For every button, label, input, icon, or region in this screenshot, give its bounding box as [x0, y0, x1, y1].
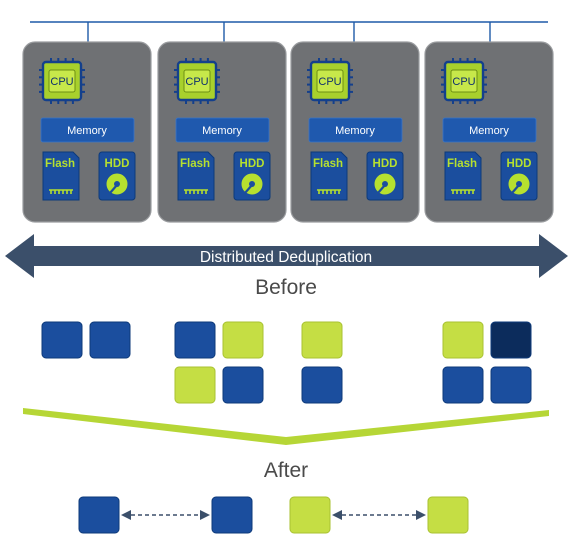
arrowhead-right-icon	[416, 510, 426, 520]
memory-label: Memory	[335, 125, 375, 137]
interconnect-bus	[30, 21, 548, 42]
cpu-label: CPU	[185, 76, 208, 88]
cpu-label: CPU	[318, 76, 341, 88]
arrowhead-left-icon	[332, 510, 342, 520]
data-block	[442, 366, 484, 404]
flash-icon: Flash	[444, 151, 482, 201]
before-group	[41, 321, 131, 359]
data-block	[289, 496, 331, 534]
memory-module: Memory	[175, 117, 270, 143]
after-pair	[78, 496, 253, 534]
before-label: Before	[255, 276, 317, 299]
flash-label: Flash	[180, 158, 210, 170]
data-block	[301, 321, 343, 359]
memory-label: Memory	[469, 125, 509, 137]
data-block	[41, 321, 83, 359]
hdd-icon: HDD	[366, 151, 404, 201]
cpu-label: CPU	[50, 76, 73, 88]
arrowhead-left-icon	[121, 510, 131, 520]
flash-icon: Flash	[310, 151, 348, 201]
after-label: After	[264, 459, 308, 482]
data-block	[490, 366, 532, 404]
flash-icon: Flash	[42, 151, 80, 201]
data-block	[222, 321, 264, 359]
data-block	[211, 496, 253, 534]
data-block	[78, 496, 120, 534]
memory-label: Memory	[67, 125, 107, 137]
hdd-icon: HDD	[233, 151, 271, 201]
before-group	[442, 321, 532, 404]
after-pair	[289, 496, 469, 534]
flash-label: Flash	[313, 158, 343, 170]
cpu-icon: CPU	[307, 58, 353, 104]
data-block	[490, 321, 532, 359]
data-block	[174, 366, 216, 404]
before-group	[174, 321, 264, 404]
hdd-label: HDD	[507, 158, 532, 170]
cpu-icon: CPU	[174, 58, 220, 104]
data-block	[427, 496, 469, 534]
before-group	[301, 321, 343, 404]
hdd-label: HDD	[373, 158, 398, 170]
cpu-label: CPU	[452, 76, 475, 88]
hdd-icon: HDD	[500, 151, 538, 201]
flash-icon: Flash	[177, 151, 215, 201]
arrowhead-right-icon	[200, 510, 210, 520]
memory-label: Memory	[202, 125, 242, 137]
data-block	[222, 366, 264, 404]
data-block	[301, 366, 343, 404]
cpu-icon: CPU	[39, 58, 85, 104]
memory-module: Memory	[40, 117, 135, 143]
hdd-label: HDD	[105, 158, 130, 170]
memory-module: Memory	[308, 117, 403, 143]
flash-label: Flash	[45, 158, 75, 170]
hdd-label: HDD	[240, 158, 265, 170]
hdd-icon: HDD	[98, 151, 136, 201]
cpu-icon: CPU	[441, 58, 487, 104]
double-arrow-icon	[5, 234, 568, 278]
data-block	[174, 321, 216, 359]
data-block	[442, 321, 484, 359]
distributed-dedup-arrow: Distributed Deduplication	[5, 234, 568, 278]
after-blocks	[78, 496, 469, 534]
memory-module: Memory	[442, 117, 537, 143]
arrow-label: Distributed Deduplication	[200, 249, 372, 266]
before-blocks	[41, 321, 532, 404]
data-block	[89, 321, 131, 359]
flash-label: Flash	[447, 158, 477, 170]
funnel-separator	[23, 408, 549, 445]
